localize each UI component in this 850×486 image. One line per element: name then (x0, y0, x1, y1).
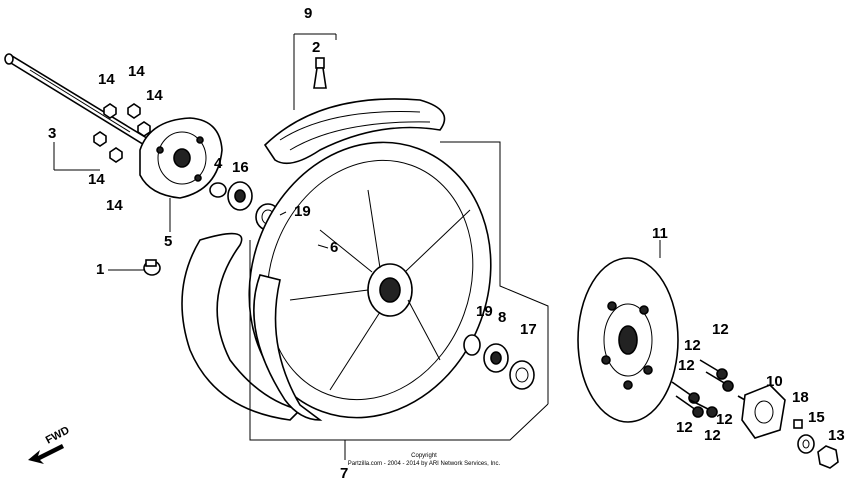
callout-19b: 19 (476, 303, 493, 320)
callout-13: 13 (828, 427, 845, 444)
valve-part (313, 57, 327, 89)
copyright-line-2: Partzilla.com - 2004 - 2014 by ARI Netwo… (348, 461, 501, 467)
wheel-part (248, 141, 492, 421)
brake-disc-part (577, 257, 679, 423)
callout-4: 4 (214, 155, 223, 172)
callout-12d: 12 (676, 419, 693, 436)
forward-direction-indicator: FWD (28, 424, 72, 464)
callout-10: 10 (766, 373, 783, 390)
bolt-part (143, 259, 161, 276)
brake-panel-part (139, 117, 223, 199)
callout-14d: 14 (88, 171, 105, 188)
callout-3: 3 (48, 125, 56, 142)
callout-8: 8 (498, 309, 506, 326)
callout-1: 1 (96, 261, 104, 278)
nut-parts (93, 103, 151, 163)
callout-18: 18 (792, 389, 809, 406)
callout-9: 9 (304, 5, 312, 22)
callout-7: 7 (340, 465, 348, 482)
callout-14e: 14 (106, 197, 123, 214)
callout-12e: 12 (704, 427, 721, 444)
callout-15: 15 (808, 409, 825, 426)
callout-12c: 12 (678, 357, 695, 374)
callout-6: 6 (330, 239, 338, 256)
fwd-label: FWD (44, 424, 72, 446)
gearbox-part (741, 384, 786, 439)
callout-19a: 19 (294, 203, 311, 220)
copyright-notice: Copyright Partzilla.com - 2004 - 2014 by… (348, 453, 501, 467)
right-hub-parts (463, 334, 535, 390)
callout-12a: 12 (712, 321, 729, 338)
callout-2: 2 (312, 39, 320, 56)
gearbox-small-parts (793, 419, 839, 469)
tire-part (263, 98, 446, 165)
callout-14a: 14 (98, 71, 115, 88)
fwd-arrow-icon (28, 444, 64, 464)
callout-5: 5 (164, 233, 172, 250)
callout-14c: 14 (146, 87, 163, 104)
leader-lines (53, 33, 661, 460)
callout-labels: 9 2 14 14 14 3 14 14 5 4 16 19 6 1 7 19 … (48, 5, 845, 482)
callout-17: 17 (520, 321, 537, 338)
callout-14b: 14 (128, 63, 145, 80)
callout-12b: 12 (684, 337, 701, 354)
callout-11: 11 (652, 225, 668, 242)
axle-part (4, 53, 152, 148)
callout-12f: 12 (716, 411, 733, 428)
callout-16: 16 (232, 159, 249, 176)
copyright-line-1: Copyright (411, 453, 437, 459)
inner-tube-part (181, 232, 302, 421)
